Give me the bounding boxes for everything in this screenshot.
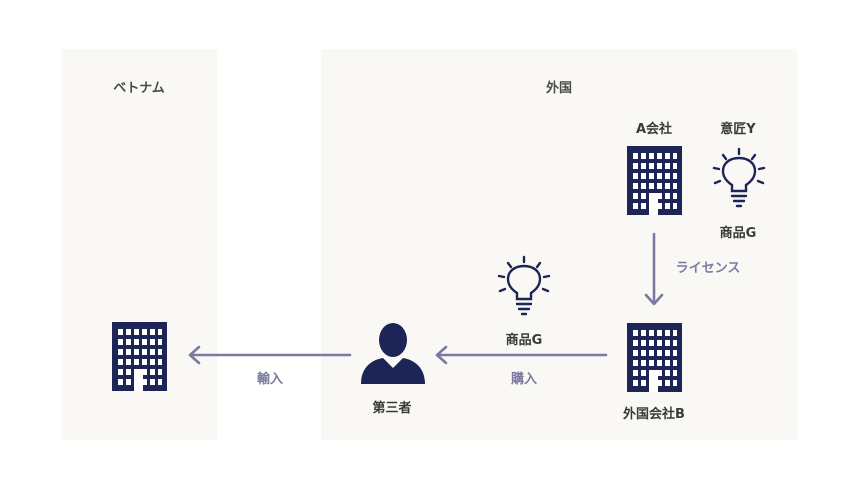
license-edge-label: ライセンス: [675, 261, 741, 276]
import-arrow: [188, 345, 352, 365]
design-y-label: 意匠Y: [720, 122, 756, 137]
foreign-company-b-label: 外国会社B: [623, 407, 685, 422]
company-a-building-icon: [627, 146, 682, 215]
product-g-top-label: 商品G: [719, 226, 757, 241]
third-party-person-icon: [361, 323, 425, 384]
import-edge-label: 輸入: [256, 372, 284, 387]
vietnam-building-icon: [112, 322, 167, 391]
product-g-lightbulb-icon: [497, 255, 551, 316]
company-a-label: A会社: [635, 122, 673, 137]
third-party-label: 第三者: [372, 401, 412, 416]
vietnam-region-label: ベトナム: [113, 81, 165, 96]
product-g-mid-label: 商品G: [505, 333, 543, 348]
license-arrow: [644, 232, 664, 306]
purchase-arrow: [435, 345, 608, 365]
foreign-region-label: 外国: [545, 81, 573, 96]
design-y-lightbulb-icon: [712, 147, 766, 208]
foreign-company-b-building-icon: [627, 323, 682, 392]
purchase-edge-label: 購入: [510, 372, 538, 387]
